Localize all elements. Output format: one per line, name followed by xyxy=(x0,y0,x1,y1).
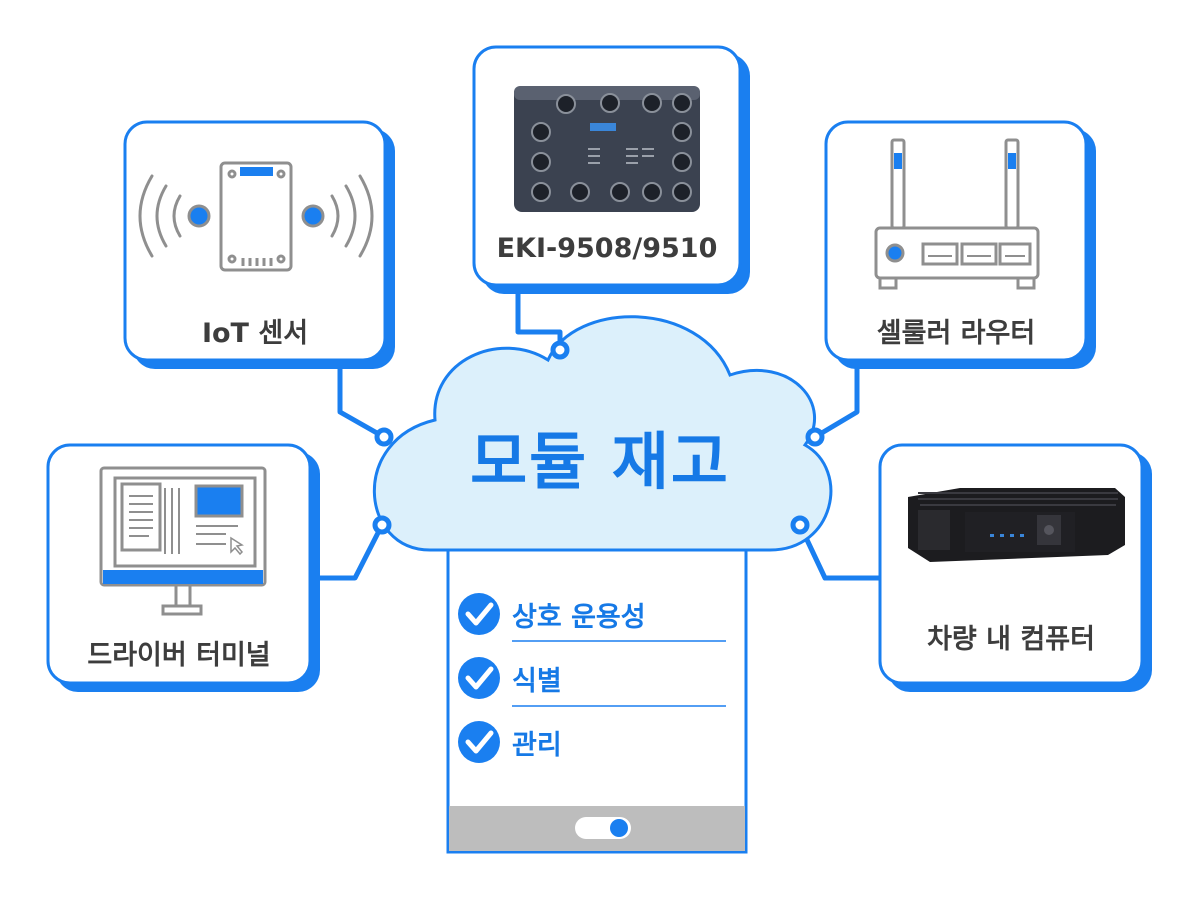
sensor-board-icon xyxy=(219,161,293,272)
connector-eki xyxy=(515,290,563,350)
label-cellular-router: 셀룰러 라우터 xyxy=(876,318,1036,349)
signal-wave-icon xyxy=(301,174,374,258)
feature-item-interoperability: 상호 운용성 xyxy=(512,602,646,633)
label-driver-terminal: 드라이버 터미널 xyxy=(87,640,271,671)
connector-vehicle xyxy=(797,523,888,581)
page-title: 모듈 재고 xyxy=(470,425,730,498)
signal-wave-icon xyxy=(138,174,211,258)
connector-nodes xyxy=(372,340,825,535)
feature-item-management: 관리 xyxy=(512,730,562,761)
label-iot-sensor: IoT 센서 xyxy=(201,318,309,349)
label-eki-switch: EKI-9508/9510 xyxy=(496,233,718,264)
toggle-icon[interactable] xyxy=(575,817,631,839)
check-circle-icon xyxy=(458,657,500,699)
check-circle-icon xyxy=(458,593,500,635)
embedded-pc-icon xyxy=(908,488,1125,562)
connector-terminal xyxy=(310,523,385,581)
connector-iot xyxy=(337,362,386,440)
router-icon xyxy=(874,138,1040,290)
feature-panel xyxy=(446,518,748,854)
check-circle-icon xyxy=(458,721,500,763)
feature-item-identification: 식별 xyxy=(512,666,562,697)
monitor-icon xyxy=(99,466,267,616)
cloud-shape xyxy=(372,315,833,552)
label-vehicle-computer: 차량 내 컴퓨터 xyxy=(927,624,1095,655)
connector-router xyxy=(813,362,860,440)
industrial-switch-icon xyxy=(514,86,700,212)
connectors xyxy=(310,290,888,581)
